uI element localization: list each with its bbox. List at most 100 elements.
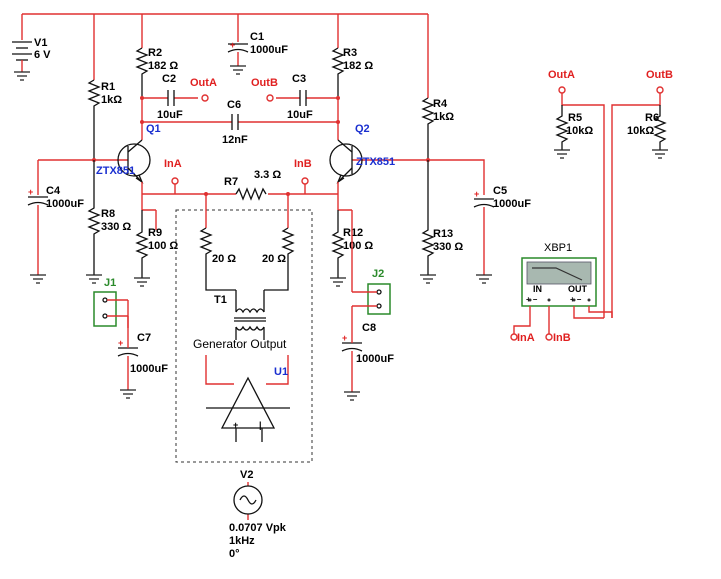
xbp1-bode-plotter[interactable]: XBP1 IN OUT + – + – bbox=[521, 242, 597, 307]
c3-ref: C3 bbox=[292, 73, 306, 85]
c8-value: 1000uF bbox=[356, 353, 394, 365]
c6-value: 12nF bbox=[222, 134, 248, 146]
c2-value: 10uF bbox=[157, 109, 183, 121]
inB-net-label-right: InB bbox=[553, 332, 571, 344]
r1-resistor: R1 1kΩ bbox=[87, 79, 122, 160]
r20a-value: 20 Ω bbox=[212, 253, 236, 265]
svg-text:+: + bbox=[28, 187, 33, 197]
j1-jumper[interactable]: J1 bbox=[93, 277, 128, 327]
r13-ref: R13 bbox=[433, 228, 453, 240]
inA-net-label-right: InA bbox=[517, 332, 535, 344]
c8-capacitor: + C8 1000uF bbox=[341, 306, 394, 401]
r3-resistor: R3 182 Ω bbox=[331, 47, 373, 96]
r6-resistor: R6 10kΩ bbox=[627, 105, 668, 159]
r7-ref: R7 bbox=[224, 176, 238, 188]
r7-value: 3.3 Ω bbox=[254, 169, 281, 181]
c5-capacitor: + C5 1000uF bbox=[473, 185, 531, 284]
r5-value: 10kΩ bbox=[566, 125, 593, 137]
xbp1-ref: XBP1 bbox=[544, 242, 572, 254]
r20a-resistor: 20 Ω bbox=[199, 227, 236, 291]
q1-part: ZTX851 bbox=[96, 165, 135, 177]
v2-freq: 1kHz bbox=[229, 535, 255, 547]
t1-transformer: T1 bbox=[214, 290, 266, 340]
c4-value: 1000uF bbox=[46, 198, 84, 210]
t1-ref: T1 bbox=[214, 294, 227, 306]
v2-phase: 0° bbox=[229, 548, 240, 560]
generator-output-label: Generator Output bbox=[193, 337, 287, 351]
c7-value: 1000uF bbox=[130, 363, 168, 375]
r2-value: 182 Ω bbox=[148, 60, 178, 72]
svg-text:+: + bbox=[118, 338, 123, 348]
svg-text:+: + bbox=[230, 40, 235, 50]
svg-text:|: | bbox=[259, 420, 262, 430]
r20b-resistor: 20 Ω bbox=[262, 227, 295, 291]
r4-value: 1kΩ bbox=[433, 111, 454, 123]
r1-value: 1kΩ bbox=[101, 94, 122, 106]
r4-ref: R4 bbox=[433, 98, 448, 110]
v1-battery: V1 6 V bbox=[12, 37, 51, 81]
r12-value: 100 Ω bbox=[343, 240, 373, 252]
inB-net-label: InB bbox=[294, 158, 312, 170]
c1-ref: C1 bbox=[250, 31, 264, 43]
v1-ref: V1 bbox=[34, 37, 47, 49]
r9-value: 100 Ω bbox=[148, 240, 178, 252]
j2-jumper[interactable]: J2 bbox=[352, 268, 391, 315]
outA-net-label: OutA bbox=[190, 77, 217, 89]
j1-ref: J1 bbox=[104, 277, 116, 289]
c5-ref: C5 bbox=[493, 185, 507, 197]
v2-source: V2 0.0707 Vpk 1kHz 0° bbox=[229, 469, 287, 560]
q2-ref: Q2 bbox=[355, 123, 370, 135]
r5-resistor: R5 10kΩ bbox=[554, 105, 593, 159]
c1-value: 1000uF bbox=[250, 44, 288, 56]
svg-text:+: + bbox=[474, 189, 479, 199]
r12-resistor: R12 100 Ω bbox=[330, 210, 373, 287]
r7-resistor: R7 3.3 Ω bbox=[224, 169, 281, 201]
r6-ref: R6 bbox=[645, 112, 659, 124]
r3-ref: R3 bbox=[343, 47, 357, 59]
r6-value: 10kΩ bbox=[627, 125, 654, 137]
outB-net-label: OutB bbox=[251, 77, 278, 89]
v2-amp: 0.0707 Vpk bbox=[229, 522, 287, 534]
c3-value: 10uF bbox=[287, 109, 313, 121]
v1-value: 6 V bbox=[34, 49, 51, 61]
c5-value: 1000uF bbox=[493, 198, 531, 210]
v2-ref: V2 bbox=[240, 469, 253, 481]
outA-probe: OutA bbox=[548, 69, 605, 318]
generator-box bbox=[175, 209, 313, 463]
q1-ref: Q1 bbox=[146, 123, 161, 135]
outA-net-label-right: OutA bbox=[548, 69, 575, 81]
c2-ref: C2 bbox=[162, 73, 176, 85]
r20b-value: 20 Ω bbox=[262, 253, 286, 265]
svg-text:+ –: + – bbox=[526, 295, 538, 304]
c3-capacitor: C3 10uF OutB bbox=[251, 73, 338, 121]
r3-value: 182 Ω bbox=[343, 60, 373, 72]
xbp1-out-label: OUT bbox=[568, 284, 588, 294]
outB-net-label-right: OutB bbox=[646, 69, 673, 81]
inA-net-label: InA bbox=[164, 158, 182, 170]
q2-transistor: Q2 ZTX851 bbox=[329, 123, 428, 184]
r8-resistor: R8 330 Ω bbox=[86, 160, 131, 284]
r2-resistor: R2 182 Ω bbox=[135, 47, 178, 96]
c4-ref: C4 bbox=[46, 185, 61, 197]
q1-transistor: Q1 ZTX851 bbox=[94, 123, 161, 184]
r4-resistor: R4 1kΩ bbox=[421, 97, 454, 160]
c1-capacitor: + C1 1000uF bbox=[227, 31, 288, 75]
r2-ref: R2 bbox=[148, 47, 162, 59]
top-rail bbox=[21, 13, 429, 98]
u1-ref: U1 bbox=[274, 366, 288, 378]
u1-amplifier: + | U1 bbox=[206, 366, 290, 442]
r9-ref: R9 bbox=[148, 227, 162, 239]
r9-resistor: R9 100 Ω bbox=[134, 210, 178, 287]
svg-text:+ –: + – bbox=[570, 295, 582, 304]
r8-ref: R8 bbox=[101, 208, 115, 220]
svg-text:+: + bbox=[233, 420, 238, 430]
r12-ref: R12 bbox=[343, 227, 363, 239]
c7-ref: C7 bbox=[137, 332, 151, 344]
c8-ref: C8 bbox=[362, 322, 376, 334]
r1-ref: R1 bbox=[101, 81, 115, 93]
r13-resistor: R13 330 Ω bbox=[420, 160, 463, 284]
svg-text:+: + bbox=[342, 333, 347, 343]
r8-value: 330 Ω bbox=[101, 221, 131, 233]
q2-part: ZTX851 bbox=[356, 156, 395, 168]
